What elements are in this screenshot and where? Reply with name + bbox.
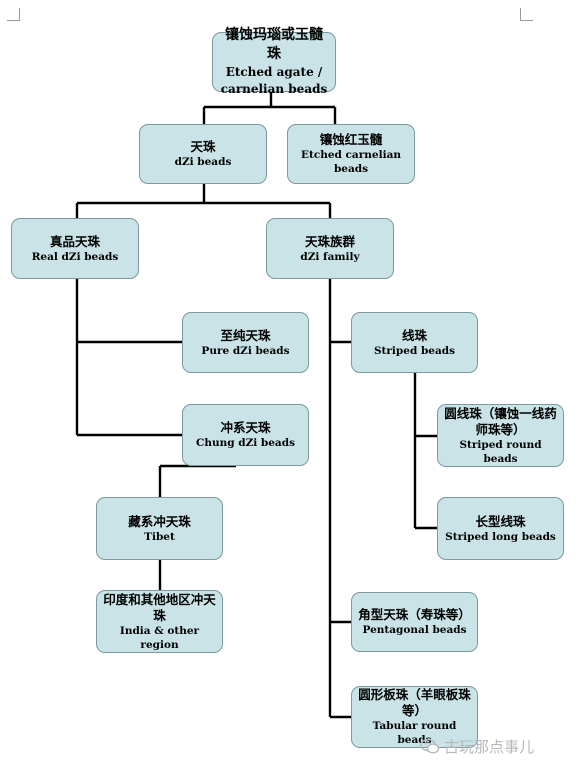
node-label-en: dZi beads	[174, 156, 232, 168]
node-label-en: dZi family	[300, 250, 360, 263]
page-corner-mark	[520, 8, 533, 21]
node-label-zh: 印度和其他地区冲天珠	[103, 591, 216, 623]
node-label-en: Etched agate /	[225, 65, 323, 79]
node-india-other-region: 印度和其他地区冲天珠 India & other region	[96, 590, 223, 653]
node-striped-long: 长型线珠 Striped long beads	[437, 497, 564, 560]
node-label-zh: 圆线珠（镶蚀一线药师珠等）	[444, 405, 557, 437]
watermark-text: 古玩那点事儿	[444, 738, 535, 756]
wechat-icon	[420, 739, 440, 754]
node-pentagonal: 角型天珠（寿珠等） Pentagonal beads	[351, 592, 478, 652]
node-dzi-beads: 天珠 dZi beads	[139, 124, 267, 184]
node-label-en: carnelian beads	[220, 82, 328, 96]
node-label-zh: 线珠	[401, 327, 427, 343]
node-striped-round: 圆线珠（镶蚀一线药师珠等） Striped round beads	[437, 404, 564, 467]
node-etched-agate-carnelian: 镶蚀玛瑙或玉髓珠 Etched agate / carnelian beads	[212, 27, 336, 96]
node-label-zh: 长型线珠	[475, 513, 526, 529]
node-label-zh: 真品天珠	[49, 233, 100, 249]
node-label-en: India & other region	[119, 624, 200, 651]
node-label-en: Striped long beads	[445, 530, 556, 543]
node-tibet: 藏系冲天珠 Tibet	[96, 497, 223, 560]
node-label-en: beads	[333, 163, 369, 175]
node-label-zh: 藏系冲天珠	[128, 513, 191, 529]
node-striped-beads: 线珠 Striped beads	[351, 312, 478, 373]
node-label-en: Pure dZi beads	[201, 344, 290, 357]
node-label-zh: 角型天珠（寿珠等）	[358, 607, 471, 622]
node-label-en: Pentagonal beads	[362, 624, 467, 636]
node-etched-carnelian: 镶蚀红玉髓 Etched carnelian beads	[287, 124, 415, 184]
node-label-zh: 镶蚀红玉髓	[319, 132, 383, 147]
node-label-zh: 天珠族群	[304, 233, 355, 249]
node-label-zh: 圆形板珠（羊眼板珠等）	[358, 687, 471, 718]
node-label-en: Chung dZi beads	[196, 437, 295, 449]
node-label-en: Etched carnelian	[300, 149, 402, 161]
page-corner-mark	[7, 8, 20, 21]
node-label-en: Striped round beads	[459, 438, 542, 465]
node-pure-dzi: 至纯天珠 Pure dZi beads	[182, 312, 309, 373]
node-label-en: Tabular round beads	[372, 720, 457, 746]
node-chung-dzi: 冲系天珠 Chung dZi beads	[182, 404, 309, 466]
node-dzi-family: 天珠族群 dZi family	[266, 218, 394, 279]
node-tabular-round: 圆形板珠（羊眼板珠等） Tabular round beads	[351, 686, 478, 748]
node-label-zh: 冲系天珠	[220, 420, 271, 435]
node-label-en: Striped beads	[373, 344, 456, 357]
node-label-zh: 镶蚀玛瑙或玉髓珠	[225, 27, 323, 62]
node-label-zh: 至纯天珠	[220, 327, 271, 343]
node-label-en: Tibet	[144, 530, 175, 543]
node-label-zh: 天珠	[190, 139, 216, 154]
node-label-en: Real dZi beads	[31, 250, 119, 263]
watermark: 古玩那点事儿	[420, 736, 534, 757]
node-real-dzi: 真品天珠 Real dZi beads	[11, 218, 139, 279]
